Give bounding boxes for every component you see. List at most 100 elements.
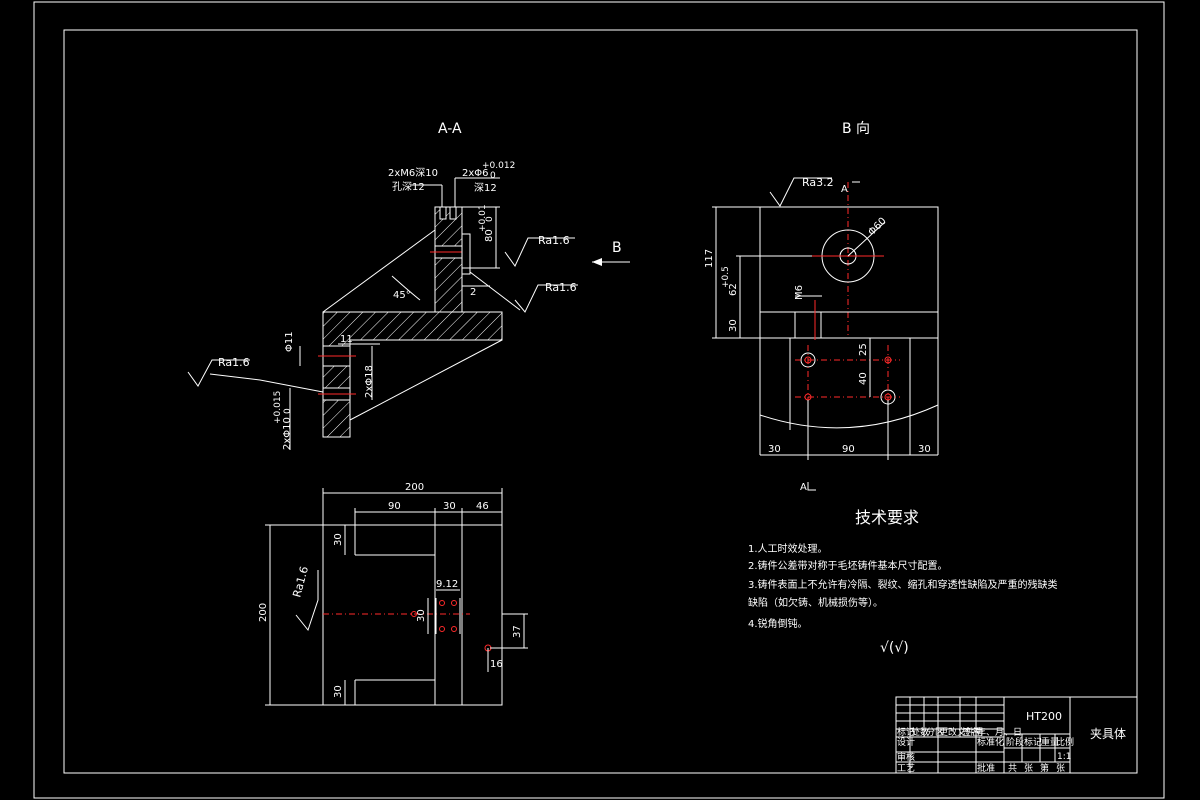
b-thread-slot (794, 311, 822, 339)
roughness-symbol-2 (514, 284, 578, 313)
direction-b-label: B (612, 240, 622, 256)
tb-row-label-1: 标记 (897, 726, 915, 738)
tb-sheet-4: 张 (1056, 763, 1065, 774)
section-rib-line (349, 339, 503, 421)
tb-sheet-3: 第 (1040, 762, 1049, 774)
tb-std-label: 标准化 (977, 736, 1004, 748)
top-dim-30-mid: 30 (416, 609, 427, 622)
dim-80: 80 (484, 229, 495, 242)
top-hole-1 (439, 600, 445, 606)
tech-item-3: 3.铸件表面上不允许有冷隔、裂纹、缩孔和穿透性缺陷及严重的残缺类 (748, 578, 1058, 591)
roughness-label-1: Ra1.6 (538, 234, 570, 247)
section-mark-bottom: A (800, 482, 807, 493)
dim-gap-2: 2 (470, 287, 476, 298)
top-dim-37: 37 (512, 625, 523, 638)
b-dim-90: 90 (842, 444, 855, 455)
top-dim-200: 200 (405, 482, 424, 493)
dim-hole-depth: 孔深12 (392, 181, 425, 193)
b-dim-m6: M6 (794, 285, 805, 300)
dim-pin-tol-lower: 0 (490, 171, 496, 181)
b-dim-30-right: 30 (918, 444, 931, 455)
tb-row-label-3: 审核 (897, 751, 915, 763)
dim-11: 11 (340, 334, 353, 345)
tb-sheet-1: 共 (1008, 763, 1017, 774)
top-dim-30-top: 30 (333, 533, 344, 546)
tb-part-name: 夹具体 (1090, 727, 1126, 741)
b-dim-117: 117 (704, 249, 715, 268)
top-dim-46: 46 (476, 501, 489, 512)
inner-frame (63, 29, 1138, 774)
tb-header-4: 签名 (962, 726, 980, 738)
section-title: A-A (438, 121, 462, 137)
b-dim-40: 40 (858, 372, 869, 385)
general-roughness: √(√) (880, 640, 909, 656)
section-mark-bottom-line (807, 482, 816, 491)
b-roughness-label: Ra3.2 (802, 176, 834, 189)
tech-title: 技术要求 (855, 508, 919, 527)
roughness-leader-3 (209, 373, 324, 393)
top-roughness-label: Ra1.6 (290, 565, 311, 599)
dim-thread-top: 2xM6深10 (388, 167, 438, 179)
upright-pin-hole (449, 206, 457, 220)
title-block: HT200 夹具体 标记 设计 审核 工艺 处数 分区 更改文件号 签名 年、月… (895, 696, 1138, 774)
top-roughness-symbol (295, 570, 319, 632)
b-phi60-leader (847, 221, 886, 257)
tb-material: HT200 (1026, 710, 1062, 723)
top-hole-4 (451, 626, 457, 632)
dim-holes-18: 2xΦ18 (364, 365, 375, 398)
dim-80-tol-lower: 0 (485, 216, 495, 222)
top-dim-90: 90 (388, 501, 401, 512)
section-upright-hatch (434, 206, 463, 313)
roughness-symbol-1 (504, 237, 575, 267)
tb-weight-label: 重量 (1041, 736, 1059, 748)
outer-frame (33, 1, 1165, 799)
tech-item-2: 2.铸件公差带对称于毛坯铸件基本尺寸配置。 (748, 559, 948, 572)
section-rib-top (322, 229, 436, 313)
dim-pin-hole: 2xΦ6 (462, 168, 489, 179)
top-outline (322, 524, 503, 706)
b-dim-phi60: Φ60 (866, 216, 888, 238)
b-arc-bottom (759, 404, 939, 429)
tech-requirements: 技术要求 1.人工时效处理。 2.铸件公差带对称于毛坯铸件基本尺寸配置。 3.铸… (748, 508, 1058, 656)
tb-header-3: 更改文件号 (939, 726, 984, 738)
tech-item-5: 4.锐角倒钝。 (748, 617, 808, 630)
roughness-label-2: Ra1.6 (545, 281, 577, 294)
top-hole-2 (451, 600, 457, 606)
angle-arc (391, 275, 421, 301)
top-hole-3 (439, 626, 445, 632)
section-base-hatch (322, 311, 503, 438)
b-dim-25: 25 (858, 343, 869, 356)
b-top-block (759, 206, 939, 339)
dim-10-tol-upper: +0.015 (273, 391, 283, 424)
dim-pin-depth: 深12 (474, 182, 497, 194)
b-roughness-symbol (769, 177, 832, 207)
roughness-symbol-3 (187, 359, 250, 387)
dim-10-tol-lower: 0 (283, 408, 293, 414)
dim-holes-10: 2xΦ10 (282, 417, 293, 450)
dim-angle: 45° (393, 290, 411, 301)
section-view-a-a: A-A 2xM6深10 孔深12 2xΦ6 +0.012 0 深12 80 (187, 121, 630, 450)
top-dim-9-12: 9.12 (436, 579, 458, 590)
b-dim-30-left: 30 (768, 444, 781, 455)
dim-pin-tol-upper: +0.012 (482, 161, 515, 171)
tb-approve-label: 批准 (977, 762, 995, 774)
top-view: 200 90 30 46 200 30 30 9.12 30 37 16 Ra1… (258, 482, 528, 706)
tb-header-2: 分区 (926, 727, 944, 738)
tb-scale: 1:1 (1057, 752, 1071, 762)
top-hole-5 (411, 611, 417, 617)
tb-header-5: 年、月、日 (977, 726, 1022, 738)
tb-stage-label: 阶段标记 (1006, 736, 1042, 748)
upright-thread-hole (439, 206, 447, 220)
tb-header-1: 处数 (911, 726, 929, 738)
roughness-label-3: Ra1.6 (218, 356, 250, 369)
top-dim-30: 30 (443, 501, 456, 512)
tb-row-label-2: 设计 (897, 736, 915, 748)
dim-phi11: Φ11 (284, 331, 295, 352)
b-dim-62-tol: +0.5 (721, 266, 731, 288)
b-view: B 向 Ra3.2 A Φ60 M6 117 62 +0.5 30 (704, 121, 939, 493)
b-view-title: B 向 (842, 121, 870, 137)
dim-80-tol-upper: +0.01 (478, 204, 488, 232)
b-dim-30-side: 30 (728, 319, 739, 332)
tb-scale-label: 比例 (1056, 736, 1074, 748)
